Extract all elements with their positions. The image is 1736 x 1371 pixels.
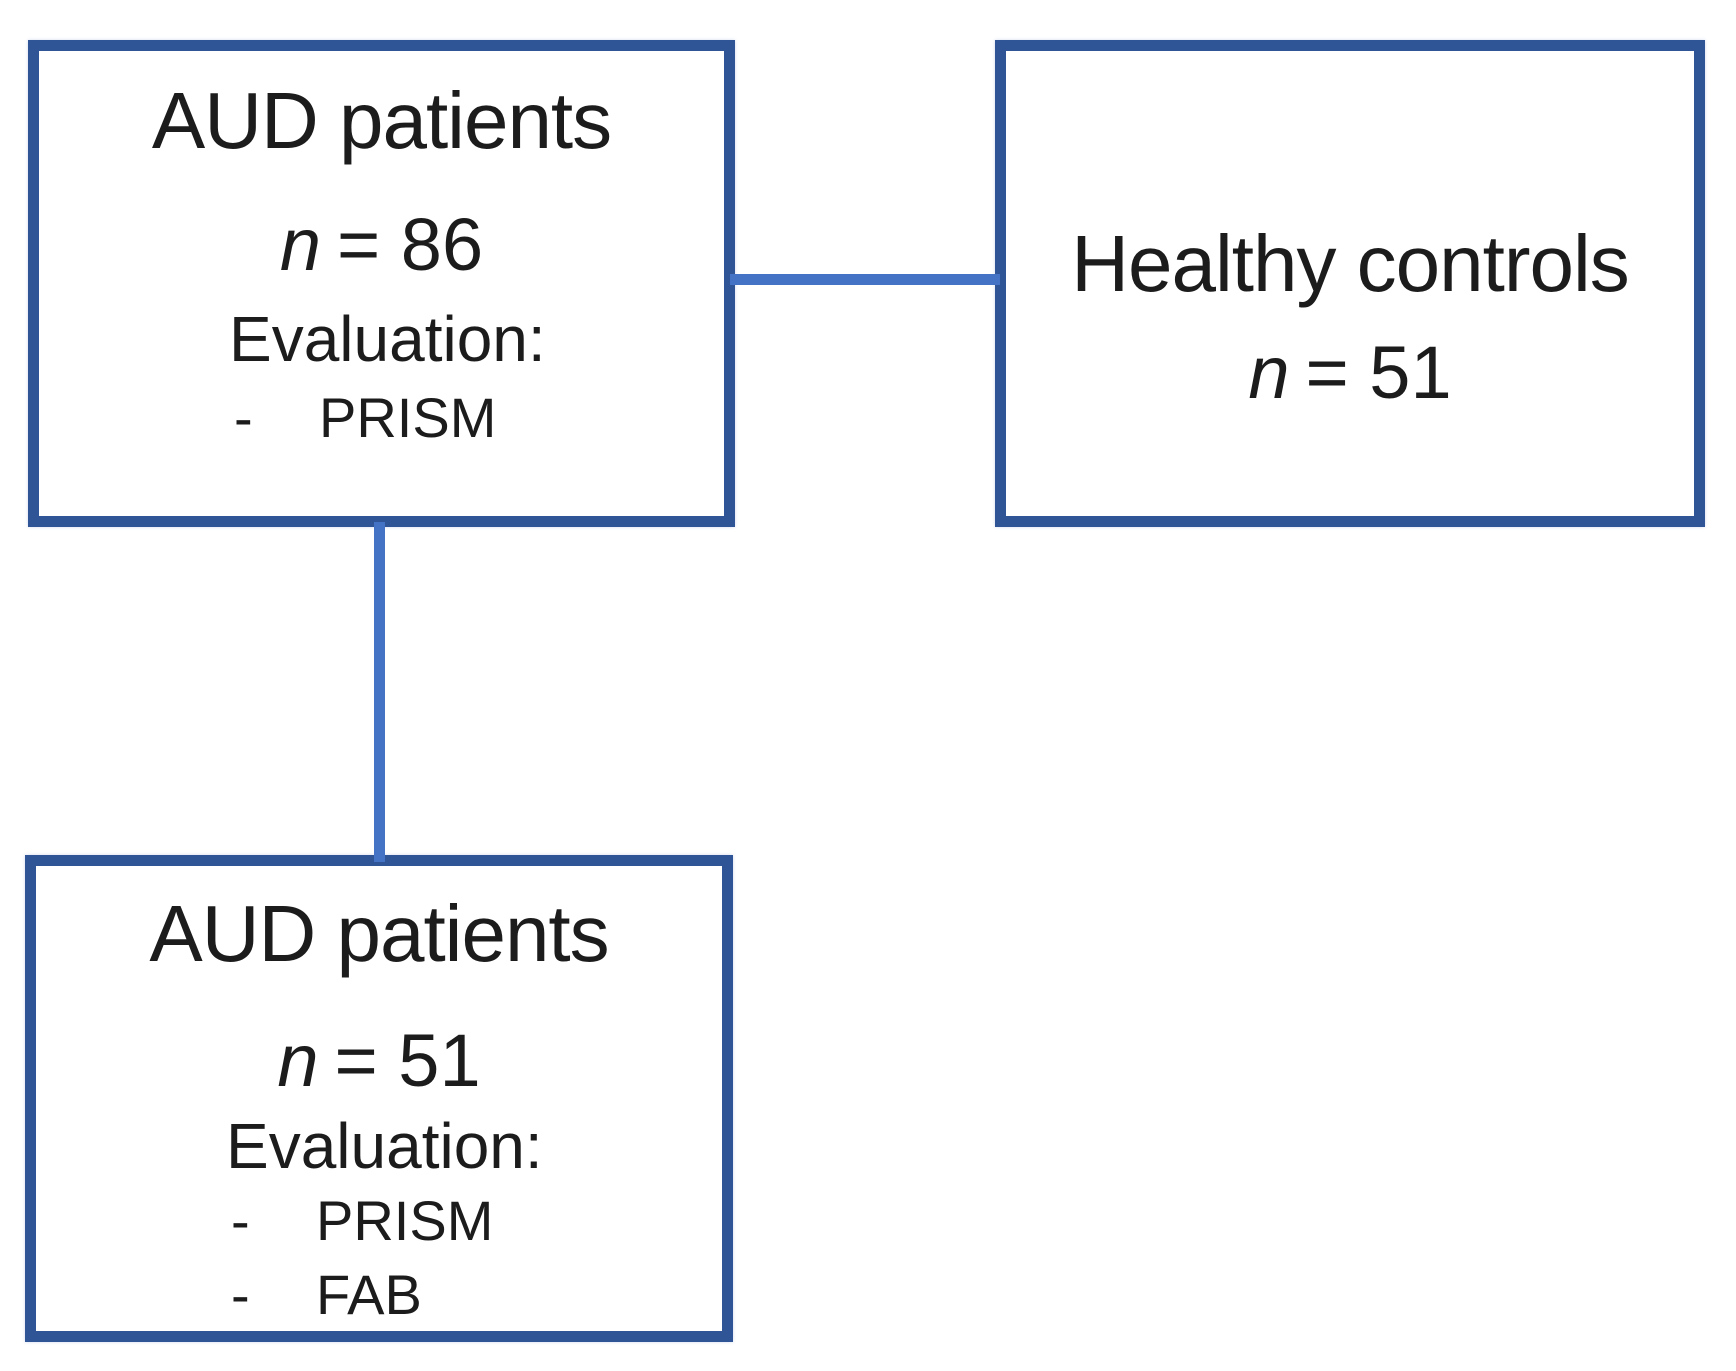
n-variable: n [277, 1019, 319, 1102]
box-title: Healthy controls [1071, 219, 1630, 308]
connector-aud-to-followup [374, 522, 385, 862]
sample-size: n= 86 [39, 208, 724, 282]
box-aud-patients-followup: AUD patients n= 51 Evaluation: -PRISM -F… [25, 855, 733, 1342]
n-value: = 51 [1305, 331, 1452, 414]
evaluation-label: Evaluation: [226, 1110, 543, 1182]
connector-aud-to-healthy [730, 274, 1000, 285]
box-aud-patients-baseline: AUD patients n= 86 Evaluation: -PRISM [28, 40, 735, 527]
evaluation-label: Evaluation: [229, 303, 546, 375]
bullet-item-fab: -FAB [231, 1267, 422, 1323]
sample-size: n= 51 [36, 1024, 722, 1098]
bullet-item-prism: -PRISM [231, 1193, 493, 1249]
bullet-dash: - [234, 386, 253, 449]
bullet-label: FAB [316, 1263, 422, 1326]
box-title: AUD patients [151, 76, 612, 165]
bullet-dash: - [231, 1189, 250, 1252]
n-value: = 51 [334, 1019, 481, 1102]
box-title: AUD patients [149, 889, 609, 978]
bullet-label: PRISM [319, 386, 497, 449]
n-value: = 86 [337, 203, 484, 286]
bullet-item-prism: -PRISM [234, 390, 496, 446]
bullet-dash: - [231, 1263, 250, 1326]
n-variable: n [1248, 331, 1290, 414]
box-healthy-controls: Healthy controls n= 51 [995, 40, 1705, 527]
n-variable: n [279, 203, 322, 286]
bullet-label: PRISM [316, 1189, 494, 1252]
sample-size: n= 51 [1006, 336, 1694, 410]
